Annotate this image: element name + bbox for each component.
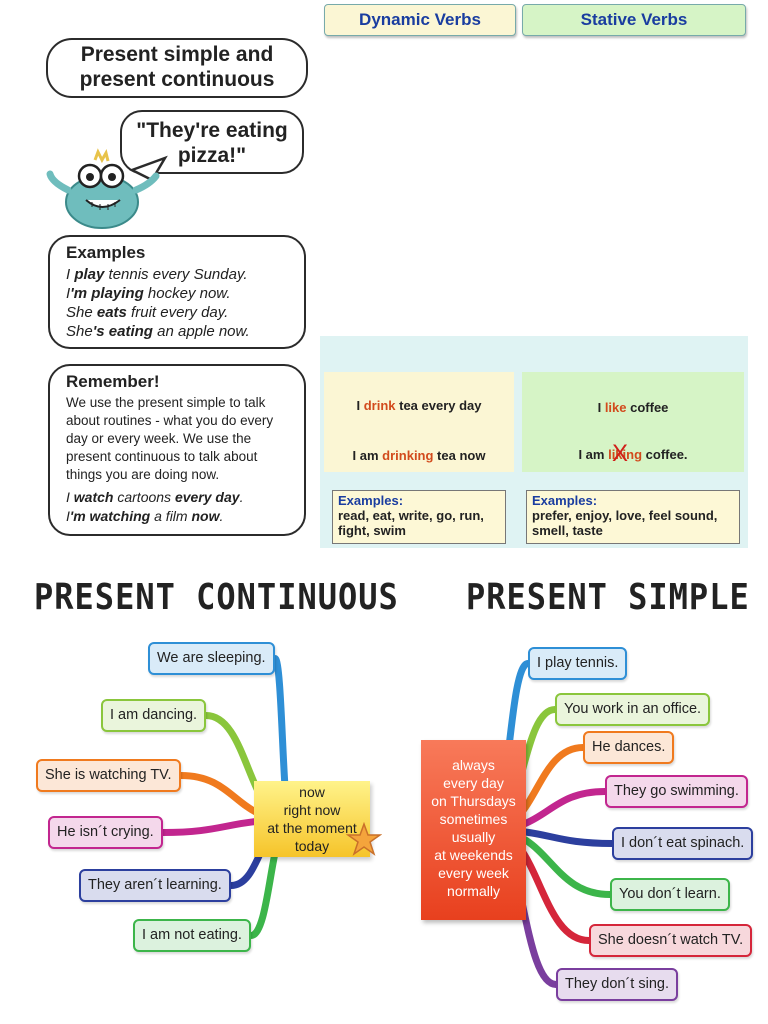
- dynamic-examples-label: Examples:: [338, 493, 404, 508]
- simple-example: You don´t learn.: [610, 878, 730, 911]
- time-expression: now: [299, 784, 325, 800]
- stative-examples-box: Examples: prefer, enjoy, love, feel soun…: [526, 490, 740, 544]
- simple-example: You work in an office.: [555, 693, 711, 726]
- dynamic-verbs-heading: Dynamic Verbs: [324, 4, 516, 36]
- star-icon: [346, 822, 382, 856]
- remember-example: I'm watching a film now.: [66, 508, 224, 524]
- time-expression: right now: [283, 802, 341, 818]
- cross-mark-icon: X: [612, 440, 629, 467]
- example-line: She's eating an apple now.: [66, 323, 250, 340]
- stative-sentence-2: I am liking coffee.: [578, 447, 688, 462]
- time-expression: on Thursdays: [431, 793, 516, 809]
- time-expression: always: [452, 757, 495, 773]
- dynamic-examples-box: Examples: read, eat, write, go, run, fig…: [332, 490, 506, 544]
- continuous-example: She is watching TV.: [36, 759, 181, 792]
- monster-mascot-icon: [46, 148, 168, 229]
- dynamic-sentence-2: I am drinking tea now: [352, 448, 486, 463]
- example-line: I play tennis every Sunday.: [66, 266, 248, 283]
- simple-example: I play tennis.: [528, 647, 628, 680]
- simple-example: She doesn´t watch TV.: [589, 924, 753, 957]
- remember-box: Remember! We use the present simple to t…: [48, 364, 306, 536]
- time-expression: every week: [438, 865, 509, 881]
- time-expression: normally: [447, 883, 500, 899]
- continuous-example: We are sleeping.: [148, 642, 275, 675]
- dynamic-sentence-1: I drink tea every day: [356, 398, 482, 413]
- simple-example: I don´t eat spinach.: [612, 827, 754, 860]
- simple-example: He dances.: [583, 731, 675, 764]
- examples-box: Examples I play tennis every Sunday. I'm…: [48, 235, 306, 349]
- stative-verbs-heading: Stative Verbs: [522, 4, 746, 36]
- example-line: I'm playing hockey now.: [66, 285, 231, 302]
- example-line: She eats fruit every day.: [66, 304, 229, 321]
- dynamic-sentences: I drink tea every day I am drinking tea …: [324, 372, 514, 472]
- time-expression: every day: [443, 775, 504, 791]
- remember-example: I watch cartoons every day.: [66, 489, 244, 505]
- continuous-time-expressions: now right now at the moment today: [254, 781, 370, 857]
- stative-examples-label: Examples:: [532, 493, 598, 508]
- simple-example: They don´t sing.: [556, 968, 678, 1001]
- stative-sentence-1: I like coffee: [597, 400, 669, 415]
- stative-examples-list: prefer, enjoy, love, feel sound, smell, …: [532, 508, 718, 538]
- continuous-example: I am dancing.: [101, 699, 207, 732]
- remember-text: We use the present simple to talk about …: [66, 395, 274, 482]
- simple-time-expressions: always every day on Thursdays sometimes …: [421, 740, 526, 920]
- present-continuous-title: PRESENT CONTINUOUS: [34, 576, 399, 618]
- lesson-title: Present simple and present continuous: [46, 38, 308, 98]
- continuous-example: I am not eating.: [133, 919, 251, 952]
- stative-sentences: I like coffee I am liking coffee. X: [522, 372, 744, 472]
- speech-bubble-text: "They're eating pizza!": [136, 119, 288, 167]
- present-simple-title: PRESENT SIMPLE: [466, 576, 750, 618]
- remember-heading: Remember!: [66, 372, 160, 391]
- time-expression: today: [294, 838, 330, 854]
- continuous-example: They aren´t learning.: [79, 869, 231, 902]
- lesson-title-text: Present simple and present continuous: [79, 43, 275, 91]
- time-expression: sometimes: [439, 811, 508, 827]
- time-expression: usually: [451, 829, 496, 845]
- time-expression: at the moment: [267, 820, 357, 836]
- time-expression: at weekends: [434, 847, 513, 863]
- examples-heading: Examples: [66, 243, 146, 262]
- simple-example: They go swimming.: [605, 775, 748, 808]
- dynamic-examples-list: read, eat, write, go, run, fight, swim: [338, 508, 484, 538]
- continuous-example: He isn´t crying.: [48, 816, 163, 849]
